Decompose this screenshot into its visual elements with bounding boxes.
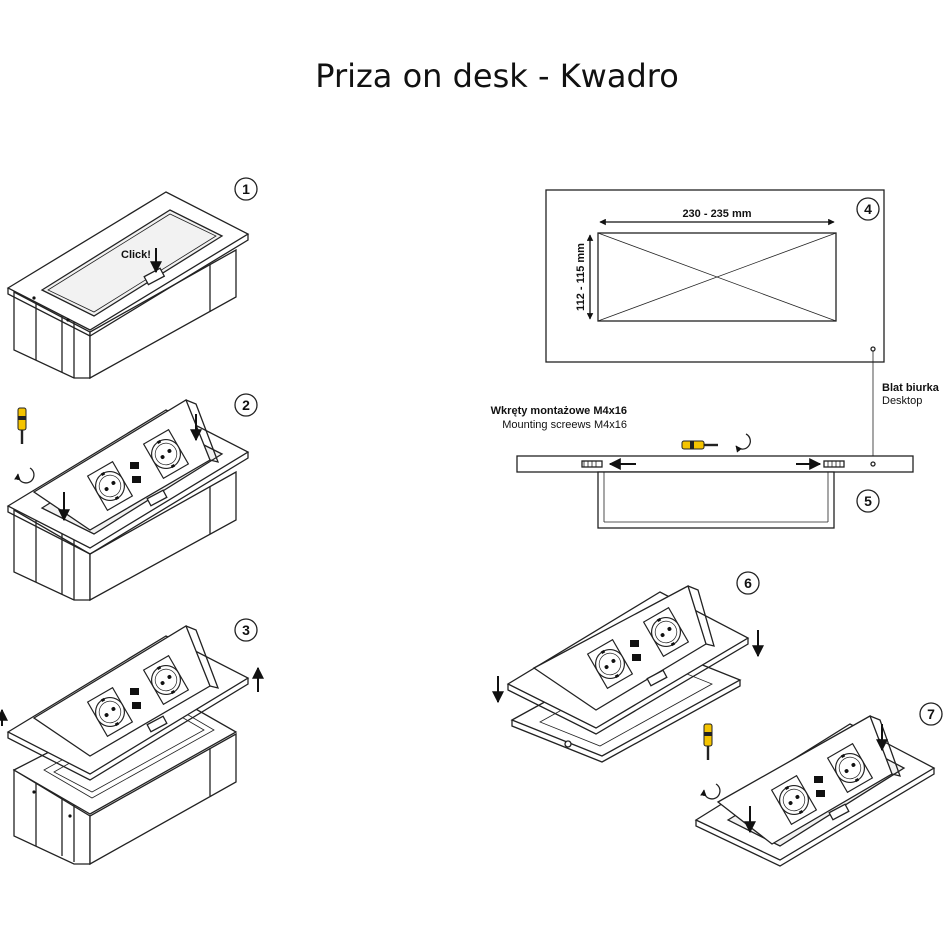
step-4-number: 4 (864, 201, 872, 217)
page-title: Priza on desk - Kwadro (315, 57, 679, 95)
step-4-badge: 4 (856, 197, 880, 221)
step-3-drawing (0, 625, 264, 866)
step-3-number: 3 (242, 622, 250, 638)
step-2-screwdriver-icon (17, 407, 27, 445)
screws-label-pl: Wkręty montażowe M4x16 (491, 405, 627, 417)
step-2-drawing (6, 399, 250, 602)
step-6-drawing (492, 585, 764, 763)
step-5-drawing (516, 433, 914, 529)
cutout-width-label: 230 - 235 mm (682, 208, 751, 220)
desktop-label-en: Desktop (882, 395, 922, 407)
step-6-number: 6 (744, 575, 752, 591)
step-5-badge: 5 (856, 489, 880, 513)
step-3-badge: 3 (234, 618, 258, 642)
step-4-drawing: 230 - 235 mm 112 - 115 mm (545, 189, 885, 460)
step-2-badge: 2 (234, 393, 258, 417)
step-7-screwdriver-icon (703, 723, 713, 761)
left-screw-icon (581, 460, 603, 468)
step-5-number: 5 (864, 493, 872, 509)
step-7-badge: 7 (919, 702, 943, 726)
cutout-height-label: 112 - 115 mm (575, 243, 587, 311)
step-6-badge: 6 (736, 571, 760, 595)
desktop-label-pl: Blat biurka (882, 382, 940, 394)
step-1-badge: 1 (234, 177, 258, 201)
step-1-number: 1 (242, 181, 250, 197)
step-1-drawing: Click! (6, 191, 250, 380)
step-2-number: 2 (242, 397, 250, 413)
step-7-drawing (694, 715, 936, 867)
right-screw-icon (823, 460, 845, 468)
screws-label-en: Mounting screews M4x16 (502, 419, 627, 431)
step-5-screwdriver-icon (681, 440, 719, 450)
click-label: Click! (121, 249, 151, 261)
step-7-number: 7 (927, 706, 935, 722)
